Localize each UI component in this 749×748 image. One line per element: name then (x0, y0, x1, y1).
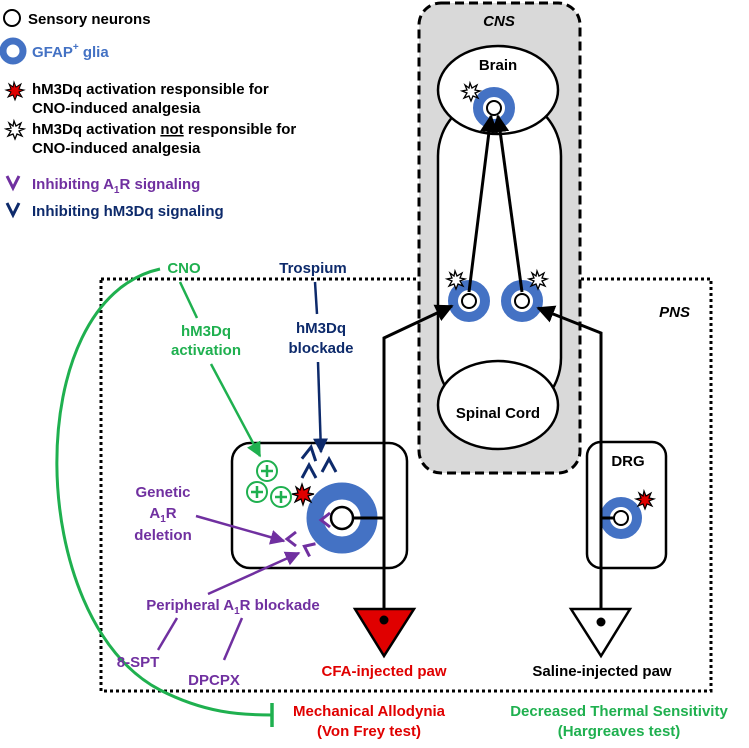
thermal-line1: Decreased Thermal Sensitivity (510, 703, 728, 720)
hm3dq-activation-line1: hM3Dq (181, 323, 231, 340)
genetic-line1: Genetic (135, 484, 190, 501)
saline-paw-label: Saline-injected paw (532, 663, 672, 680)
saline-drg-red-starburst (633, 488, 657, 511)
legend-inhibit-a1r: Inhibiting A1R signaling (32, 176, 200, 196)
left-spinal-neuron (461, 293, 477, 309)
saline-paw-terminal (596, 617, 606, 627)
green-plus-signs (246, 460, 292, 508)
cno-label: CNO (167, 260, 201, 277)
saline-paw-triangle (568, 607, 633, 659)
trospium-to-blockade-line (313, 281, 319, 315)
left-spinal-white-starburst (444, 268, 468, 291)
saline-drg-neuron (613, 510, 629, 526)
cfa-afferent-pathway (382, 304, 454, 611)
left-ascending-arrow (467, 114, 498, 293)
right-spinal-neuron (514, 293, 530, 309)
legend-hm3dq-not-line1: hM3Dq activation not responsible for (32, 121, 296, 138)
genetic-line3: deletion (134, 527, 192, 544)
legend-inhibit-hm3dq: Inhibiting hM3Dq signaling (32, 203, 224, 220)
brain-label: Brain (479, 57, 517, 74)
cfa-paw-triangle (352, 607, 417, 659)
purple-chevron-2 (302, 542, 316, 558)
spinal-cord-oval (436, 359, 560, 451)
cno-to-activation-line (178, 281, 199, 319)
purple-chevron-3 (318, 511, 331, 529)
legend: Sensory neurons GFAP+ glia hM3Dq activat… (0, 9, 296, 220)
right-ascending-arrow (491, 114, 524, 293)
red-starburst-legend-icon (4, 80, 26, 102)
peripheral-blockade-arrow (207, 551, 301, 596)
spt-line (156, 617, 179, 651)
sensory-neuron-legend-icon (3, 9, 21, 27)
hm3dq-activation-line2: activation (171, 342, 241, 359)
drg-label: DRG (611, 453, 644, 470)
dpcpx-label: DPCPX (188, 672, 240, 689)
genetic-line2: A1R (149, 505, 176, 525)
allodynia-line1: Mechanical Allodynia (293, 703, 446, 720)
pns-label: PNS (659, 304, 690, 321)
dpcpx-line (222, 617, 244, 661)
brain-neuron (486, 100, 502, 116)
cfa-paw-label: CFA-injected paw (321, 663, 446, 680)
navy-chevron-2 (320, 455, 338, 473)
cfa-paw-terminal (379, 615, 389, 625)
peripheral-blockade-label: Peripheral A1R blockade (146, 597, 319, 617)
navy-chevron-legend-icon (5, 202, 21, 219)
spt-label: 8-SPT (117, 654, 160, 671)
gfap-glia-legend-icon (0, 37, 27, 65)
white-starburst-legend-icon (3, 118, 27, 141)
legend-hm3dq-responsible-line1: hM3Dq activation responsible for (32, 81, 269, 98)
right-spinal-white-starburst (526, 268, 550, 291)
spinal-cord-label: Spinal Cord (456, 405, 540, 422)
navy-chevron-3 (300, 443, 318, 462)
purple-chevron-legend-icon (5, 175, 21, 192)
legend-hm3dq-responsible-line2: CNO-induced analgesia (32, 100, 201, 117)
pns-box (99, 277, 713, 693)
genetic-deletion-arrow (195, 514, 286, 545)
gfap-glia-legend-icon-center (9, 47, 17, 55)
activation-arrow (209, 363, 262, 458)
legend-sensory-neurons: Sensory neurons (28, 11, 151, 28)
trospium-label: Trospium (279, 260, 347, 277)
thermal-line2: (Hargreaves test) (558, 723, 681, 740)
navy-chevron-1 (300, 461, 318, 479)
cns-label: CNS (483, 13, 515, 30)
purple-chevron-1 (284, 530, 297, 548)
legend-gfap-glia: GFAP+ glia (32, 42, 109, 61)
brain-white-starburst (459, 80, 483, 103)
blockade-arrow (313, 361, 329, 454)
allodynia-line2: (Von Frey test) (317, 723, 421, 740)
saline-afferent-pathway (536, 305, 603, 622)
hm3dq-blockade-line2: blockade (288, 340, 353, 357)
hm3dq-blockade-line1: hM3Dq (296, 320, 346, 337)
cno-inhibition-curve (55, 267, 273, 717)
legend-hm3dq-not-line2: CNO-induced analgesia (32, 140, 201, 157)
cfa-drg-neuron (329, 505, 355, 531)
cfa-drg-red-starburst (291, 482, 315, 507)
